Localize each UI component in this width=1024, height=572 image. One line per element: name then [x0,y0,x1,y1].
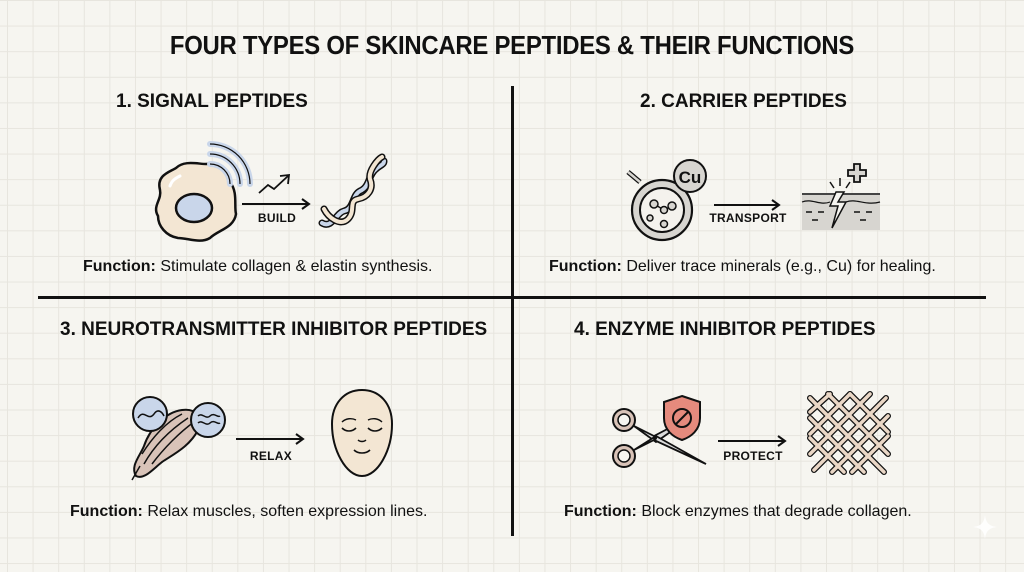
quadrant-title: 1. SIGNAL PEPTIDES [116,91,308,112]
blocked-shield-icon [663,394,701,442]
quadrant-title: 4. ENZYME INHIBITOR PEPTIDES [574,319,876,340]
trend-up-icon [258,173,291,194]
function-text: Block enzymes that degrade collagen. [641,503,912,520]
healing-skin-icon [801,163,881,230]
collagen-helix-icon [318,153,388,228]
function-label: Function: [83,258,156,275]
page-title: FOUR TYPES OF SKINCARE PEPTIDES & THEIR … [169,30,855,60]
function-label: Function: [70,503,143,520]
arrow-label: RELAX [249,449,293,463]
function-description: Function: Stimulate collagen & elastin s… [83,258,432,276]
relaxed-face-icon [330,388,394,478]
arrow-label: BUILD [257,211,297,225]
quadrant-title: 3. NEUROTRANSMITTER INHIBITOR PEPTIDES [60,319,488,340]
function-text: Relax muscles, soften expression lines. [147,503,428,520]
arrow-right-icon [718,435,787,447]
arrow-label: PROTECT [723,449,783,463]
function-text: Stimulate collagen & elastin synthesis. [160,258,433,275]
muscle-nerve-icon [131,396,226,481]
arrow-label: TRANSPORT [709,211,787,225]
scissors-icon [612,408,707,468]
arrow-right-icon [242,198,311,210]
copper-carrier-icon: Cu [626,159,707,242]
arrow-right-icon [236,433,305,445]
collagen-mesh-icon [807,391,891,475]
function-label: Function: [549,258,622,275]
vertical-divider [511,86,514,536]
quadrant-title: 2. CARRIER PEPTIDES [640,91,847,112]
function-description: Function: Deliver trace minerals (e.g., … [549,258,936,276]
sparkle-watermark-icon [973,515,997,539]
function-description: Function: Block enzymes that degrade col… [564,503,912,521]
horizontal-divider [38,296,986,299]
cell-with-signal-icon [154,141,253,242]
function-text: Deliver trace minerals (e.g., Cu) for he… [626,258,936,275]
function-description: Function: Relax muscles, soften expressi… [70,503,427,521]
function-label: Function: [564,503,637,520]
arrow-right-icon [714,199,781,211]
copper-badge: Cu [679,168,702,187]
